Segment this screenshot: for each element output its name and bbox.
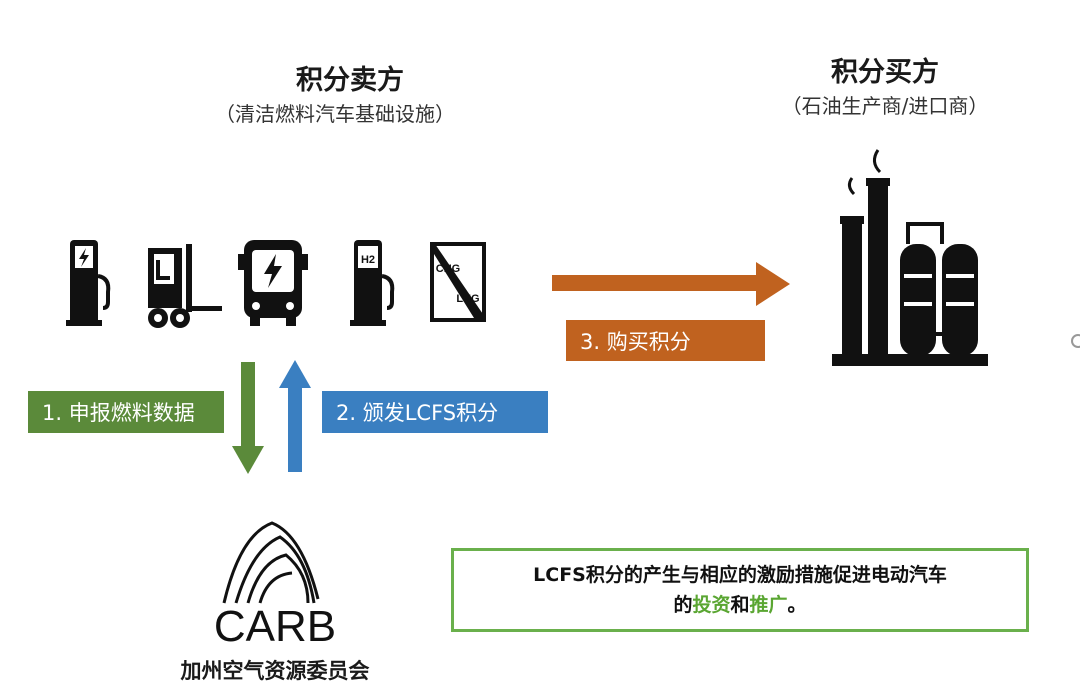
electric-bus-icon — [238, 240, 308, 326]
hydrogen-pump-icon: H2 — [350, 240, 395, 326]
h2-label: H2 — [361, 254, 375, 266]
note-box: LCFS积分的产生与相应的激励措施促进电动汽车 的投资和推广。 — [451, 548, 1029, 632]
ev-charger-icon — [66, 240, 111, 326]
carb-caption: 加州空气资源委员会 — [180, 659, 370, 683]
forklift-icon — [148, 244, 222, 328]
note-highlight-promotion: 推广 — [749, 594, 788, 616]
note-prefix: 的 — [673, 594, 693, 616]
issue-arrow — [279, 360, 311, 472]
note-suffix: 。 — [787, 594, 807, 616]
purchase-arrow — [552, 262, 790, 306]
note-line-2: 的投资和推广。 — [673, 590, 806, 620]
buyer-title: 积分买方 — [831, 57, 939, 88]
buyer-subtitle: （石油生产商/进口商） — [781, 94, 989, 118]
step-report-label: 1. 申报燃料数据 — [28, 391, 224, 433]
note-line-1: LCFS积分的产生与相应的激励措施促进电动汽车 — [533, 564, 947, 586]
report-arrow — [232, 362, 264, 474]
refinery-icon — [832, 149, 988, 366]
note-highlight-investment: 投资 — [692, 594, 731, 616]
cng-label: CNG — [436, 263, 460, 275]
step-purchase-label: 3. 购买积分 — [566, 320, 765, 361]
carb-logo: CARB — [214, 521, 336, 647]
lng-label: LNG — [456, 293, 479, 305]
edge-circle-icon — [1071, 334, 1080, 348]
seller-subtitle: （清洁燃料汽车基础设施） — [215, 102, 455, 126]
note-mid: 和 — [730, 594, 750, 616]
step-issue-label: 2. 颁发LCFS积分 — [322, 391, 548, 433]
seller-title: 积分卖方 — [296, 65, 404, 96]
cng-lng-icon: CNG LNG — [429, 242, 487, 322]
carb-logo-text: CARB — [214, 602, 336, 647]
